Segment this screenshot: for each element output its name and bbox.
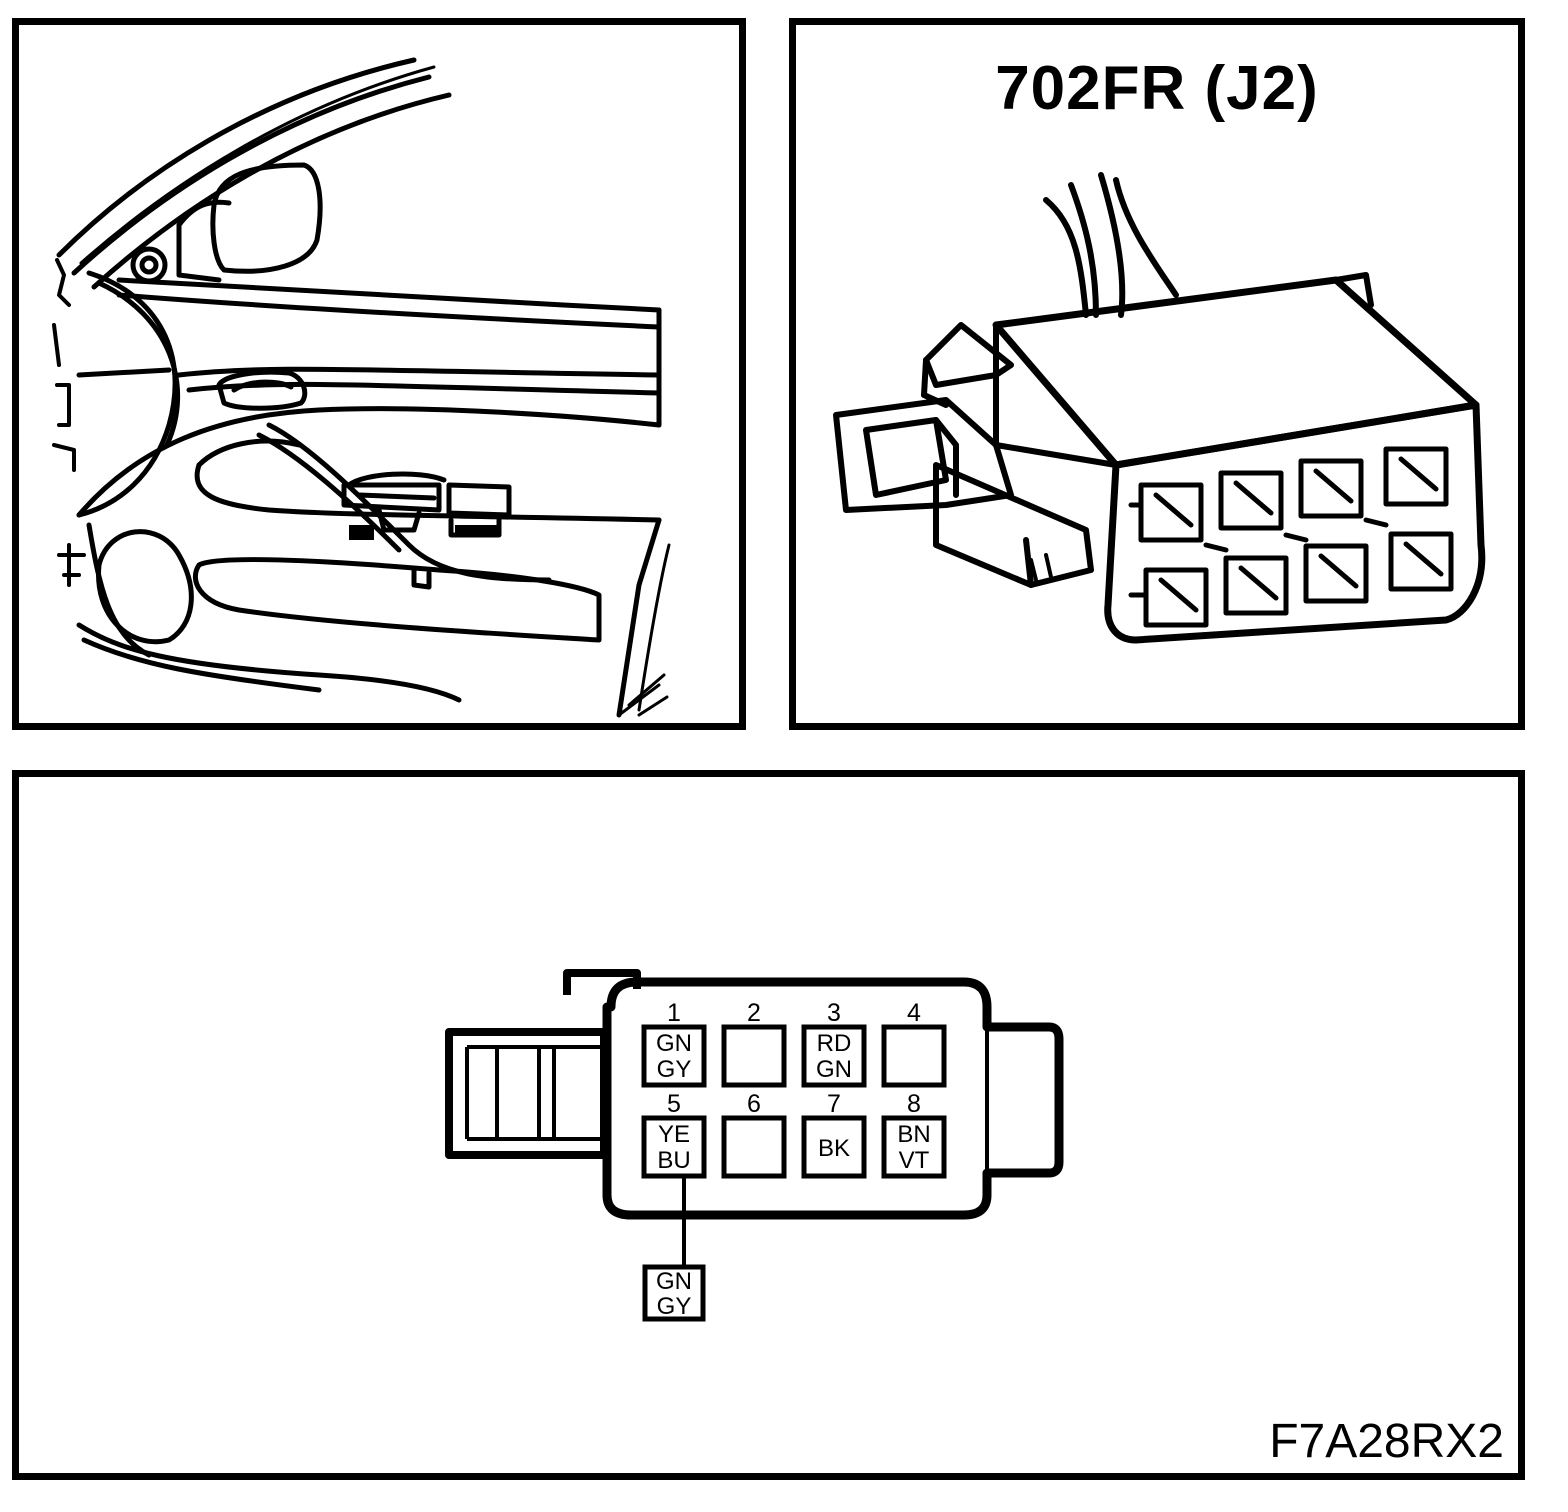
pin-5-wire-color: YE [658, 1121, 690, 1148]
pin-number-7: 7 [827, 1090, 841, 1118]
pin-number-1: 1 [667, 999, 681, 1027]
pin-cavity-2 [721, 1024, 787, 1088]
splice-wire-color: GN [656, 1268, 692, 1295]
pin-cavity-1 [641, 1024, 707, 1088]
pin-cavity-5 [641, 1115, 707, 1179]
pin-number-5: 5 [667, 1090, 681, 1118]
location-panel [12, 18, 746, 730]
pin-number-2: 2 [747, 999, 761, 1027]
splice-wire-box [642, 1264, 706, 1322]
pin-3-wire-color: GN [816, 1056, 852, 1083]
pin-5-wire-color: BU [657, 1147, 690, 1174]
connector-body [602, 977, 1064, 1220]
pin-3-wire-color: RD [817, 1030, 852, 1057]
pin-cavity-6 [721, 1115, 787, 1179]
connector-title: 702FR (J2) [995, 54, 1319, 123]
pin-number-8: 8 [907, 1090, 921, 1118]
connector-latch [445, 1028, 608, 1159]
pin-1-wire-color: GY [657, 1056, 692, 1083]
pin-cavity-3 [801, 1024, 867, 1088]
pin-number-6: 6 [747, 1090, 761, 1118]
pin-number-4: 4 [907, 999, 921, 1027]
figure-id: F7A28RX2 [1269, 1415, 1504, 1468]
connector-panel: 702FR (J2) [789, 18, 1525, 730]
pin-8-wire-color: VT [899, 1147, 930, 1174]
connector-illustration [833, 172, 1486, 644]
pin-number-3: 3 [827, 999, 841, 1027]
pin-cavity-7 [801, 1115, 867, 1179]
pin-cavity-8 [881, 1115, 947, 1179]
pin-8-wire-color: BN [897, 1121, 930, 1148]
pin-cavity-4 [881, 1024, 947, 1088]
pin-1-wire-color: GN [656, 1030, 692, 1057]
door-location-illustration [52, 57, 671, 718]
pin-7-wire-color: BK [818, 1135, 850, 1162]
splice-wire-color: GY [657, 1293, 692, 1320]
